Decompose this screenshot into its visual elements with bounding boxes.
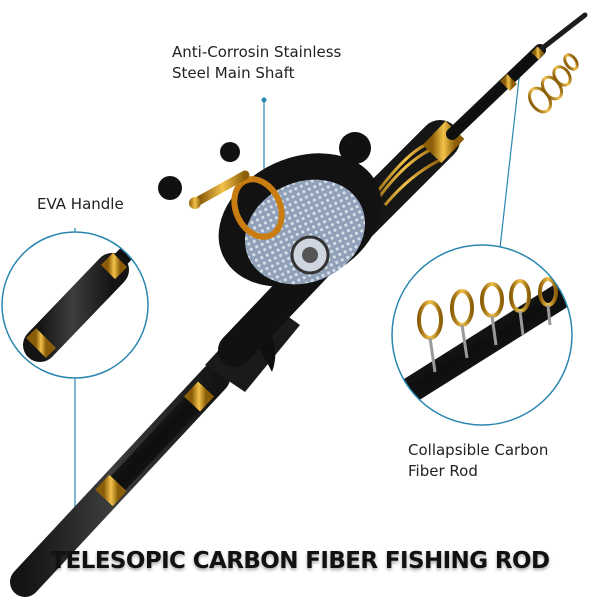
shaft-label-line1: Anti-Corrosin Stainless <box>172 43 342 61</box>
rod-guides <box>528 53 579 114</box>
reel-side-plate <box>244 179 366 285</box>
reel-knob-left <box>158 176 182 200</box>
rod-label-line2: Fiber Rod <box>408 462 478 480</box>
shaft-callout-dot <box>261 97 267 103</box>
rod-tip-section <box>446 12 588 140</box>
baitcast-reel <box>158 132 382 287</box>
reel-spool <box>231 176 285 240</box>
rod-callout-label: Collapsible Carbon Fiber Rod <box>408 440 548 482</box>
eva-handle-zoom <box>1 231 149 379</box>
reel-handle-arm <box>195 170 250 205</box>
rod-butt-section <box>10 363 230 597</box>
handle-callout-label: EVA Handle <box>37 195 124 213</box>
product-title: TELESOPIC CARBON FIBER FISHING ROD <box>50 548 550 574</box>
collapsible-rod-zoom <box>391 244 573 426</box>
shaft-label-line2: Steel Main Shaft <box>172 64 295 82</box>
reel-knob-right <box>339 132 371 164</box>
rod-label-line1: Collapsible Carbon <box>408 441 549 459</box>
shaft-callout-label: Anti-Corrosin Stainless Steel Main Shaft <box>172 42 341 84</box>
